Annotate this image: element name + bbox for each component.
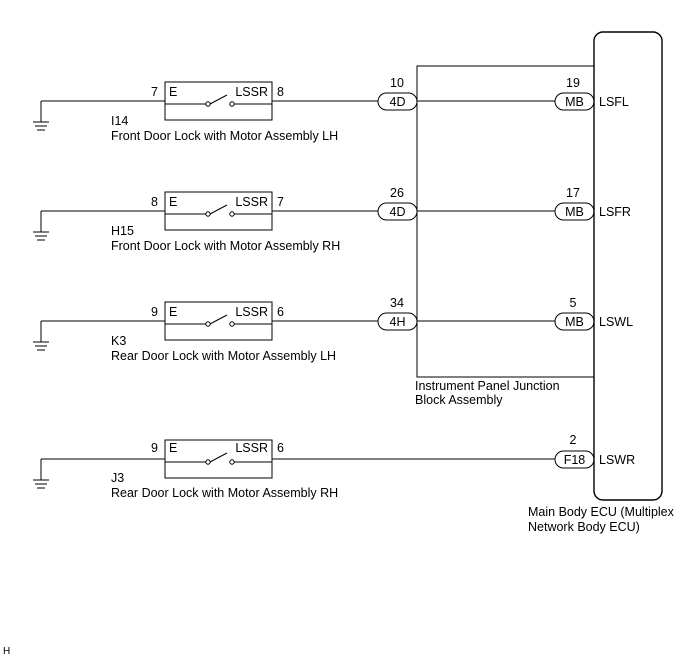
ecu-pin-number: 19 <box>566 76 580 90</box>
corner-mark: H <box>3 646 10 657</box>
switch-right-pin: 8 <box>277 85 284 99</box>
switch-left-terminal: E <box>169 195 177 209</box>
junction-connector-label: 4H <box>390 315 406 329</box>
switch-right-terminal: LSSR <box>235 85 268 99</box>
ecu-connector-label: MB <box>565 205 584 219</box>
switch-left-pin: 8 <box>151 195 158 209</box>
junction-connector-label: 4D <box>390 205 406 219</box>
ecu-connector-label: MB <box>565 315 584 329</box>
switch-right-pin: 7 <box>277 195 284 209</box>
switch-left-terminal: E <box>169 85 177 99</box>
component-name: Rear Door Lock with Motor Assembly LH <box>111 349 336 363</box>
junction-pin-number: 26 <box>390 186 404 200</box>
ground-icon <box>33 211 49 241</box>
switch-right-terminal: LSSR <box>235 195 268 209</box>
component-code: J3 <box>111 471 124 485</box>
ground-icon <box>33 101 49 131</box>
component-code: H15 <box>111 224 134 238</box>
junction-block-box <box>416 65 595 378</box>
ecu-terminal-label: LSFR <box>599 205 631 219</box>
ecu-terminal-label: LSWR <box>599 453 635 467</box>
circuit-row-2: 8 E LSSR 7 H15 Front Door Lock with Moto… <box>33 186 631 253</box>
component-name: Front Door Lock with Motor Assembly RH <box>111 239 340 253</box>
ecu-connector <box>554 92 595 111</box>
ecu-pin-number: 17 <box>566 186 580 200</box>
ground-icon <box>33 321 49 351</box>
switch-left-terminal: E <box>169 441 177 455</box>
ecu-pin-number: 2 <box>570 433 577 447</box>
ecu-connector <box>554 450 595 469</box>
switch-contact-icon <box>165 314 272 327</box>
switch-right-terminal: LSSR <box>235 441 268 455</box>
ecu-connector-label: F18 <box>564 453 586 467</box>
ecu-label-line2: Network Body ECU) <box>528 520 640 534</box>
circuit-row-3: 9 E LSSR 6 K3 Rear Door Lock with Motor … <box>33 296 633 363</box>
junction-pin-number: 34 <box>390 296 404 310</box>
ecu-pin-number: 5 <box>570 296 577 310</box>
switch-right-pin: 6 <box>277 441 284 455</box>
component-code: I14 <box>111 114 128 128</box>
ecu-connector-label: MB <box>565 95 584 109</box>
switch-contact-icon <box>165 204 272 217</box>
component-name: Front Door Lock with Motor Assembly LH <box>111 129 338 143</box>
switch-contact-icon <box>165 94 272 107</box>
ecu-terminal-label: LSWL <box>599 315 633 329</box>
switch-left-pin: 9 <box>151 441 158 455</box>
circuit-row-4: 9 E LSSR 6 J3 Rear Door Lock with Motor … <box>33 433 635 500</box>
junction-pin-number: 10 <box>390 76 404 90</box>
ecu-connector <box>554 312 595 331</box>
component-code: K3 <box>111 334 126 348</box>
component-name: Rear Door Lock with Motor Assembly RH <box>111 486 338 500</box>
circuit-row-1: 7 E LSSR 8 I14 Front Door Lock with Moto… <box>33 76 629 143</box>
junction-block-label-line1: Instrument Panel Junction <box>415 379 560 393</box>
junction-connector-label: 4D <box>390 95 406 109</box>
junction-block-label-line2: Block Assembly <box>415 393 503 407</box>
switch-contact-icon <box>165 452 272 465</box>
switch-left-pin: 9 <box>151 305 158 319</box>
ecu-label-line1: Main Body ECU (Multiplex <box>528 505 675 519</box>
switch-right-terminal: LSSR <box>235 305 268 319</box>
ground-icon <box>33 459 49 489</box>
ecu-connector <box>554 202 595 221</box>
switch-right-pin: 6 <box>277 305 284 319</box>
ecu-terminal-label: LSFL <box>599 95 629 109</box>
switch-left-pin: 7 <box>151 85 158 99</box>
switch-left-terminal: E <box>169 305 177 319</box>
